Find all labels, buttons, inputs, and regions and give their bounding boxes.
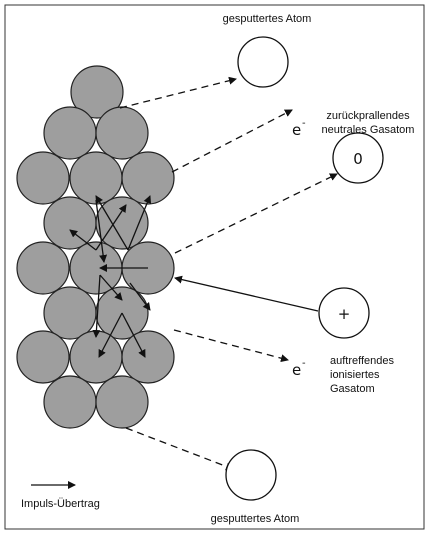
electron-path-bottom [173, 329, 289, 363]
lattice-atom [16, 330, 70, 384]
sputtered-atom-bottom [225, 449, 277, 501]
sputtered-atom-top [237, 36, 289, 88]
legend-label: Impuls-Übertrag [21, 498, 100, 510]
incident-ion-label-line2: ionisiertes [330, 369, 380, 381]
momentum-transfer-cascade [69, 195, 152, 358]
lattice-atom [16, 151, 70, 205]
lattice-atom [121, 151, 175, 205]
momentum-arrow [127, 195, 152, 251]
incident-ion-label-line1: auftreffendes [330, 355, 395, 367]
reflected-atom-label-line2: neutrales Gasatom [322, 124, 415, 136]
lattice-atom [95, 106, 149, 160]
figure-border [4, 4, 425, 530]
lattice-atom [16, 241, 70, 295]
incident-ion [318, 287, 370, 339]
electron-charge-bottom: - [302, 358, 306, 369]
momentum-arrow [121, 312, 146, 358]
ejection-paths [119, 76, 338, 471]
momentum-arrow [99, 274, 123, 301]
electron-charge-top: - [302, 118, 306, 129]
lattice-atom [95, 196, 149, 250]
momentum-arrow [129, 282, 151, 311]
lattice-atom [69, 330, 123, 384]
reflected-atom-path [174, 173, 338, 254]
momentum-arrow [92, 274, 101, 338]
reflected-atom-label-line1: zurückprallendes [326, 110, 410, 122]
neutral-atom-symbol: 0 [353, 150, 363, 168]
ion-symbol: + [338, 305, 351, 323]
target-lattice [16, 65, 175, 429]
incident-ion-path [174, 275, 319, 312]
lattice-atom [43, 286, 97, 340]
momentum-arrow [95, 199, 108, 263]
electron-label-bottom: e [292, 361, 301, 379]
electron-label-top: e [292, 121, 301, 139]
momentum-arrow [69, 229, 97, 251]
lattice-atom [70, 65, 124, 119]
sputtered-atom-top-label: gesputtertes Atom [223, 13, 312, 25]
sputtered-atom-bottom-label: gesputtertes Atom [211, 513, 300, 525]
lattice-atom [121, 330, 175, 384]
sputtered-atom-path-top [119, 76, 237, 109]
momentum-arrow [98, 312, 123, 358]
sputtered-atom-path-bottom [125, 427, 234, 471]
reflected-neutral-atom [332, 132, 384, 184]
momentum-arrow [95, 195, 129, 251]
lattice-atom [43, 375, 97, 429]
lattice-atom [43, 106, 97, 160]
lattice-atom [95, 375, 149, 429]
incident-ion-label-line3: Gasatom [330, 383, 375, 395]
lattice-atom [43, 196, 97, 250]
electron-path-top [171, 109, 293, 173]
